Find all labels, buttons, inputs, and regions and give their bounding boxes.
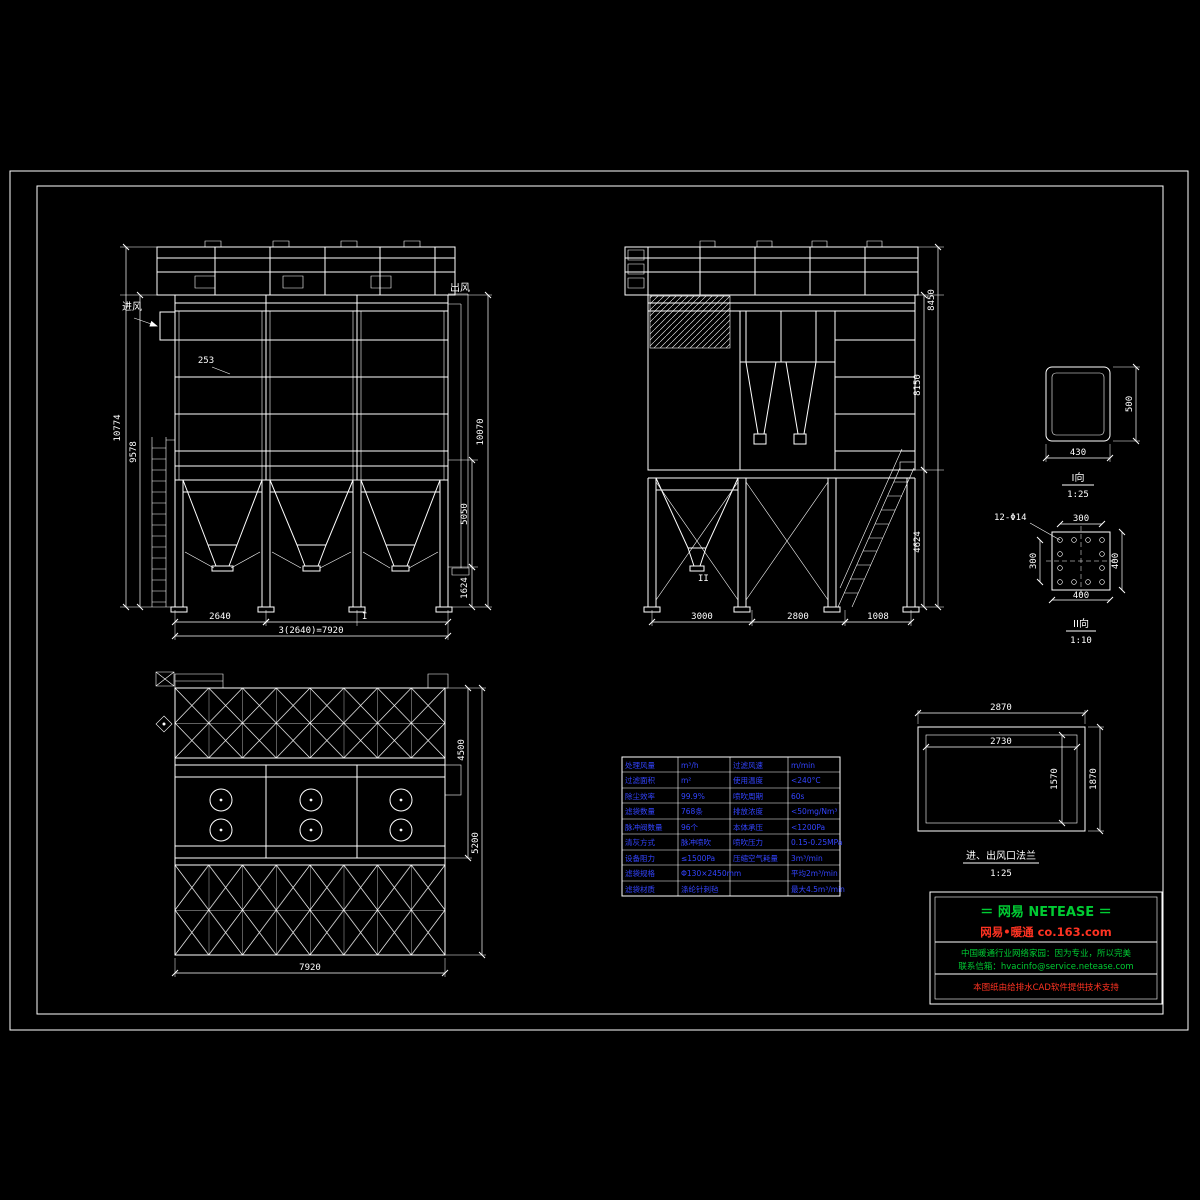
dim-plan-width-a: 4500	[457, 739, 467, 761]
spec-cell: 压缩空气耗量	[733, 853, 778, 863]
spec-cell: 平均2m³/min	[791, 868, 838, 878]
dim-side-body-height: 8150	[913, 374, 923, 396]
spec-cell: 768条	[681, 806, 703, 816]
brand-title: ＝ 网易 NETEASE ＝	[980, 905, 1111, 920]
spec-cell: <240°C	[791, 776, 821, 785]
spec-cell: 60s	[791, 792, 805, 801]
dim-side-overall-height: 8450	[927, 289, 937, 311]
dim-side-bay1: 3000	[691, 612, 713, 622]
spec-cell: 涤纶针刺毡	[681, 884, 719, 894]
spec-cell: 除尘效率	[625, 791, 655, 801]
dim-front-total-width: 3(2640)=7920	[278, 626, 343, 636]
detail1-scale: 1:25	[1067, 490, 1089, 500]
spec-cell: 0.15-0.25MPa	[791, 838, 842, 847]
dim-front-bay-width: 2640	[209, 612, 231, 622]
spec-cell: 脉冲喷吹	[681, 837, 711, 847]
front-outlet-label: 出风	[450, 281, 470, 294]
spec-cell: <1200Pa	[791, 823, 825, 832]
dim-side-bay3: 1008	[867, 612, 889, 622]
dim-detail1-width: 430	[1070, 448, 1086, 458]
detail2-scale: 1:10	[1070, 636, 1092, 646]
spec-cell: 处理风量	[625, 760, 655, 770]
sheet-border	[9, 170, 1189, 1031]
flange-title: 进、出风口法兰	[966, 849, 1036, 862]
front-view: 进风 出风 10774 9578 10070 5050 1624 253 264…	[113, 240, 492, 640]
spec-cell: Φ130×2450mm	[681, 869, 741, 878]
dim-side-bay2: 2800	[787, 612, 809, 622]
spec-cell: 最大4.5m³/min	[791, 884, 845, 894]
dim-plan-width-b: 5200	[471, 832, 481, 854]
front-inlet-label: 进风	[122, 301, 142, 313]
spec-cell: 滤袋规格	[625, 868, 655, 878]
dim-front-overall-height: 10774	[113, 414, 123, 441]
dim-flange-outer-w: 2870	[990, 703, 1012, 713]
spec-cell: 使用温度	[733, 775, 763, 785]
spec-cell: 96个	[681, 823, 699, 832]
detail1-title: I向	[1072, 471, 1085, 484]
dim-front-253: 253	[198, 356, 214, 366]
spec-cell: 滤袋材质	[625, 884, 655, 894]
side-section-mark: II	[698, 574, 709, 584]
brand-contact: 联系信箱：hvacinfo@service.netease.com	[958, 961, 1133, 972]
spec-cell: 排放浓度	[733, 806, 763, 816]
dim-detail2-bottom: 400	[1073, 591, 1089, 601]
detail2-title: II向	[1073, 617, 1089, 630]
spec-cell: 设备阻力	[625, 853, 655, 863]
dim-front-hopper-height: 5050	[460, 503, 470, 525]
spec-cell: 喷吹压力	[733, 837, 763, 847]
detail2-note: 12-Φ14	[994, 513, 1027, 523]
brand-slogan: 中国暖通行业网络家园：因为专业，所以完美	[961, 948, 1132, 959]
spec-cell: 3m³/min	[791, 854, 823, 863]
spec-cell: 脉冲阀数量	[625, 822, 663, 832]
dim-front-body-height: 9578	[129, 441, 139, 463]
plan-view: 4500 5200 7920	[155, 671, 486, 977]
spec-cell: ≤1500Pa	[681, 854, 715, 863]
dim-side-leg-height: 4624	[913, 531, 923, 553]
brand-subtitle: 网易•暖通 co.163.com	[980, 925, 1112, 939]
side-view: 8450 8150 4624 3000 2800 1008 II	[624, 240, 944, 626]
spec-cell: 喷吹周期	[733, 791, 763, 801]
spec-cell: 99.9%	[681, 792, 705, 801]
dim-flange-inner-h: 1570	[1050, 768, 1060, 790]
flange-scale: 1:25	[990, 869, 1012, 879]
dim-front-clearance: 1624	[460, 577, 470, 599]
spec-table: 处理风量 m³/h 过滤风速 m/min 过滤面积 m² 使用温度 <240°C…	[621, 756, 845, 897]
brand-note: 本图纸由给排水CAD软件提供技术支持	[973, 982, 1119, 993]
spec-cell: m/min	[791, 761, 815, 770]
spec-cell: 本体承压	[733, 822, 763, 832]
dim-detail1-height: 500	[1125, 396, 1135, 412]
spec-cell: 滤袋数量	[625, 806, 655, 816]
spec-cell: 过滤面积	[625, 775, 655, 785]
dim-detail2-left: 300	[1029, 553, 1039, 569]
dim-plan-length: 7920	[299, 963, 321, 973]
detail-view-ii: 12-Φ14 300 300 400 400 II向 1:10	[994, 513, 1126, 646]
flange-detail: 2870 2730 1870 1570 进、出风口法兰 1:25	[914, 703, 1104, 879]
spec-cell: m³/h	[681, 761, 699, 770]
spec-cell: 清灰方式	[625, 837, 655, 847]
spec-cell: 过滤风速	[733, 760, 763, 770]
detail-view-i: 430 500 I向 1:25	[1042, 363, 1140, 500]
dim-detail2-top: 300	[1073, 514, 1089, 524]
front-section-mark: I	[362, 612, 367, 622]
spec-cell: m²	[681, 776, 691, 785]
spec-cell: <50mg/Nm³	[791, 807, 837, 816]
dim-flange-inner-w: 2730	[990, 737, 1012, 747]
title-block: ＝ 网易 NETEASE ＝ 网易•暖通 co.163.com 中国暖通行业网络…	[929, 891, 1163, 1005]
dim-detail2-right: 400	[1111, 553, 1121, 569]
dim-front-right-height: 10070	[476, 418, 486, 445]
dim-flange-outer-h: 1870	[1089, 768, 1099, 790]
